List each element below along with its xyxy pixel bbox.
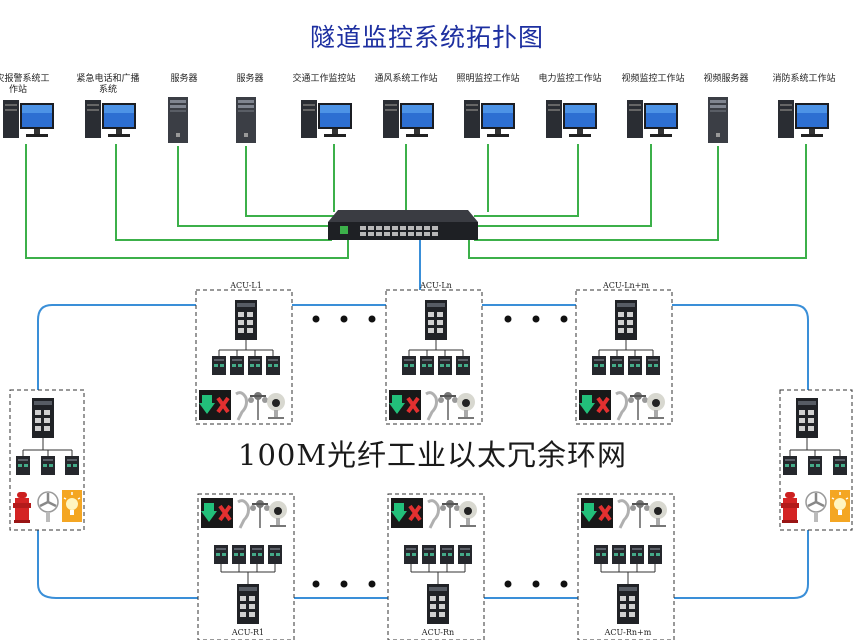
acu-box-rn bbox=[387, 493, 485, 640]
page-title: 隧道监控系统拓扑图 bbox=[309, 23, 544, 52]
ws-label-power: 电力监控工作站 bbox=[538, 74, 602, 84]
monitor-icon bbox=[85, 100, 136, 138]
monitor-icon bbox=[3, 100, 54, 138]
ws-label-server-2: 服务器 bbox=[236, 74, 264, 84]
side-box-left bbox=[9, 389, 85, 531]
ws-label-video-monitor: 视频监控工作站 bbox=[621, 74, 685, 84]
acu-label-lnm: ACU-Ln+m bbox=[603, 281, 649, 290]
monitor-icon bbox=[464, 100, 515, 138]
ws-label-lighting: 照明监控工作站 bbox=[456, 74, 520, 84]
ws-label-fire-protection: 消防系统工作站 bbox=[772, 74, 836, 84]
monitor-icon bbox=[546, 100, 597, 138]
acu-label-r1: ACU-R1 bbox=[231, 628, 265, 637]
monitor-icon bbox=[778, 100, 829, 138]
lan-links bbox=[25, 144, 807, 259]
monitor-icon bbox=[627, 100, 678, 138]
acu-label-rnm: ACU-Rn+m bbox=[604, 628, 652, 637]
monitor-icon bbox=[301, 100, 352, 138]
acu-box-rnm bbox=[577, 493, 675, 640]
acu-box-l1 bbox=[195, 289, 293, 425]
acu-box-r1 bbox=[197, 493, 295, 640]
side-box-right bbox=[779, 389, 853, 531]
core-switch-icon bbox=[328, 210, 478, 240]
ws-label-ventilation: 通风系统工作站 bbox=[374, 74, 438, 84]
server-tower-icon bbox=[236, 97, 256, 143]
acu-label-rn: ACU-Rn bbox=[421, 628, 455, 637]
acu-label-ln: ACU-Ln bbox=[420, 281, 452, 290]
server-tower-icon bbox=[168, 97, 188, 143]
server-tower-icon bbox=[708, 97, 728, 143]
acu-box-ln bbox=[385, 289, 483, 425]
ws-label-server-1: 服务器 bbox=[170, 74, 198, 84]
ring-label: 100M光纤工业以太冗余环网 bbox=[238, 438, 628, 472]
ws-label-fire-alarm: 火灾报警系统工作站 bbox=[0, 74, 50, 95]
ws-label-emergency-phone: 紧急电话和广播系统 bbox=[76, 74, 140, 95]
ws-label-traffic: 交通工作监控站 bbox=[292, 74, 356, 84]
acu-label-l1: ACU-L1 bbox=[230, 281, 262, 290]
ws-label-video-server: 视频服务器 bbox=[703, 74, 749, 84]
acu-box-lnm bbox=[575, 289, 673, 425]
monitor-icon bbox=[383, 100, 434, 138]
ellipsis-dots bbox=[312, 315, 568, 588]
